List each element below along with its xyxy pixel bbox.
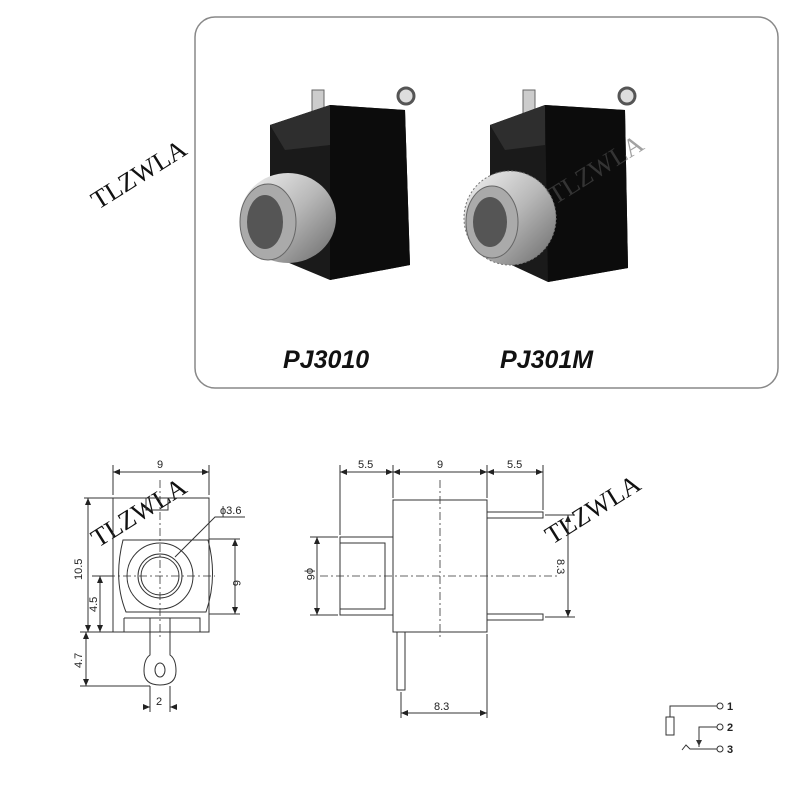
model-label-pj301m: PJ301M — [500, 346, 594, 374]
dim-pin-width: 2 — [156, 696, 162, 708]
dim-bottom-pin-offset: 8.3 — [434, 701, 449, 713]
front-view-drawing — [80, 465, 245, 712]
dim-pin-length: 4.7 — [73, 653, 85, 668]
dim-front-length: 5.5 — [358, 459, 373, 471]
pin-label-2: 2 — [727, 722, 733, 734]
watermark: TLZWLA — [86, 472, 192, 553]
jack-photo-pj3010 — [239, 86, 416, 280]
dim-front-width: 9 — [157, 459, 163, 471]
watermark: TLZWLA — [86, 134, 192, 215]
side-view-drawing — [310, 465, 575, 718]
dim-pin-spacing: 8.3 — [554, 559, 566, 574]
dim-center-height: 4.5 — [88, 597, 100, 612]
dim-hole-diameter: ϕ3.6 — [220, 505, 241, 517]
dim-bushing-diameter: ϕ6 — [304, 568, 316, 580]
dim-body-length: 9 — [437, 459, 443, 471]
pin-label-1: 1 — [727, 701, 733, 713]
dim-side-pin-length: 5.5 — [507, 459, 522, 471]
jack-photo-pj301m — [463, 86, 637, 282]
dim-front-height: 10.5 — [73, 559, 85, 580]
watermark: TLZWLA — [540, 469, 646, 550]
dim-bushing-height: 6 — [230, 580, 242, 586]
pin-label-3: 3 — [727, 744, 733, 756]
model-label-pj3010: PJ3010 — [283, 346, 369, 374]
pin-schematic — [665, 702, 724, 753]
